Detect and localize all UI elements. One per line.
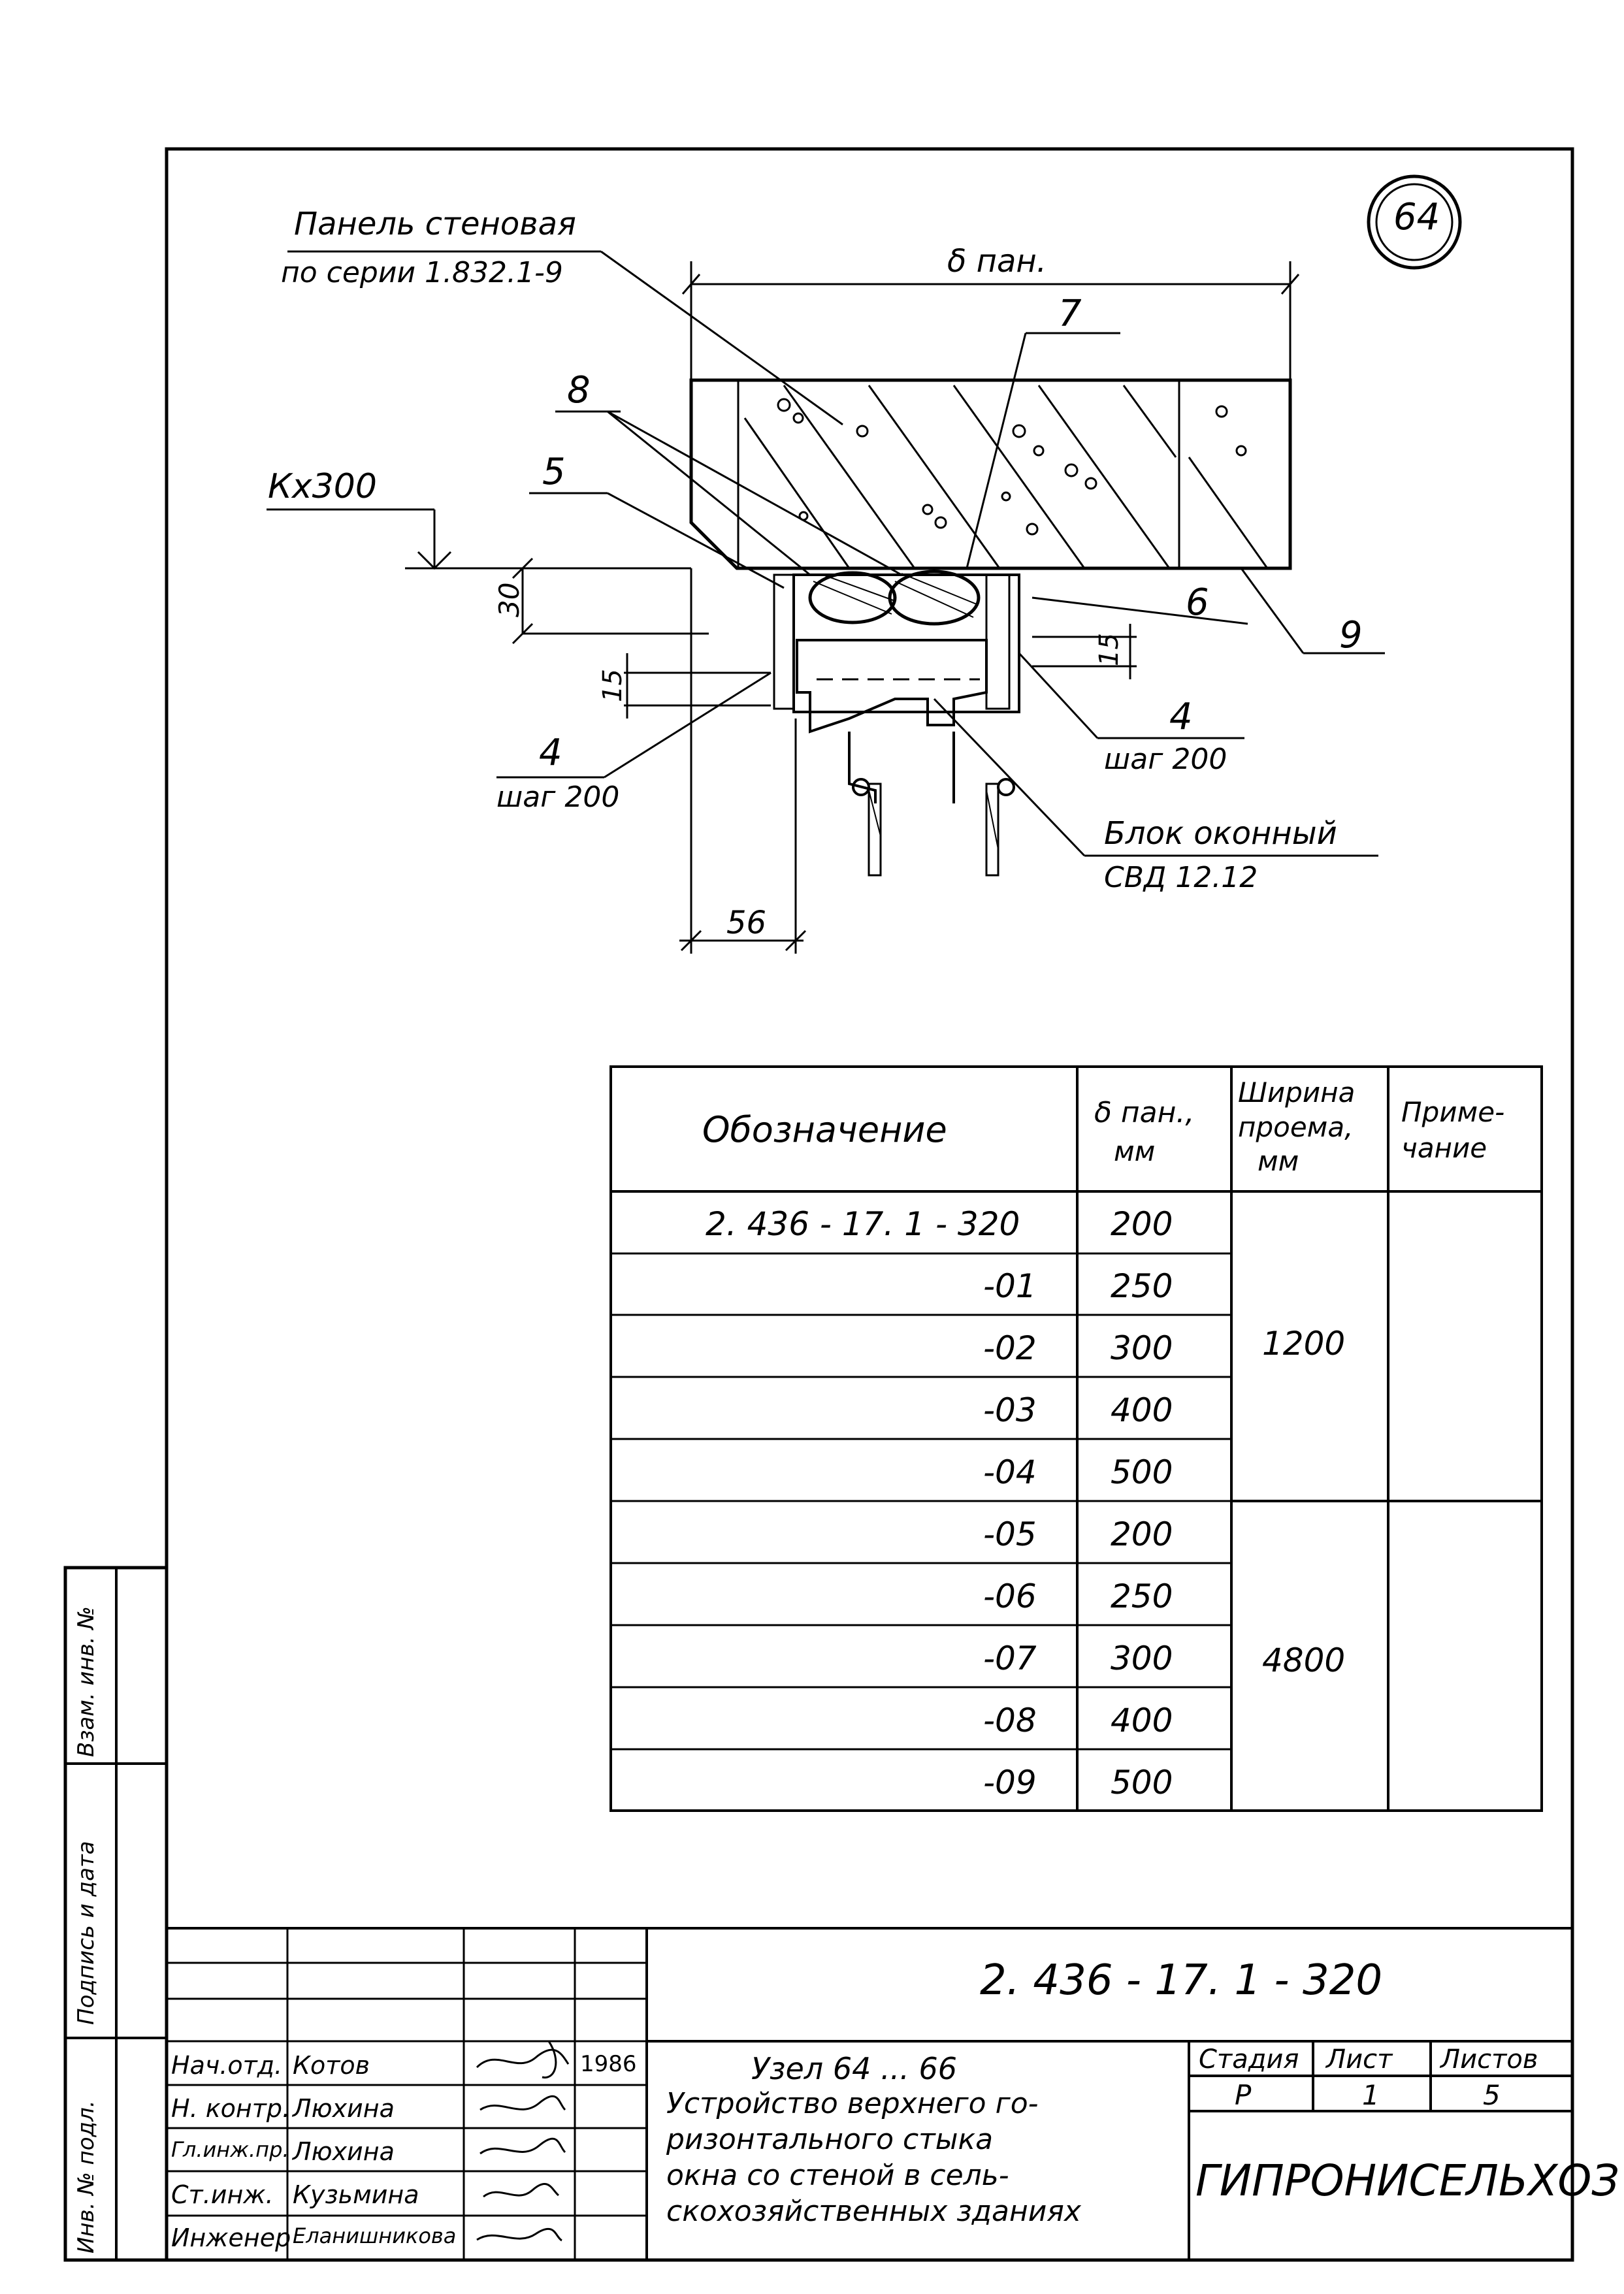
organization: ГИПРОНИСЕЛЬХОЗ: [1195, 2156, 1619, 2206]
row-designation: -09: [983, 1764, 1037, 1801]
title-line3: ризонтального стыка: [666, 2123, 994, 2156]
row-designation: -03: [983, 1391, 1037, 1429]
row-thickness: 200: [1111, 1205, 1173, 1243]
step-left: шаг 200: [496, 781, 620, 814]
name: Люхина: [293, 2094, 395, 2123]
dim-15-right: 15: [1094, 633, 1124, 666]
name: Еланишникова: [293, 2223, 457, 2248]
header-width-line2: проема,: [1238, 1111, 1354, 1143]
row-designation: 2. 436 - 17. 1 - 320: [706, 1205, 1020, 1243]
signature-scribbles: [476, 2041, 570, 2242]
dim-56: 56: [726, 905, 767, 941]
header-note-line1: Приме-: [1401, 1096, 1505, 1128]
window-block-line2: СВД 12.12: [1104, 861, 1258, 894]
sheet-value: 1: [1362, 2079, 1380, 2111]
row-thickness: 500: [1111, 1453, 1173, 1491]
row-thickness: 200: [1111, 1515, 1173, 1553]
dim-15-left: 15: [598, 669, 628, 702]
table-grid: [609, 1065, 1543, 1812]
header-thickness-line1: δ пан.,: [1094, 1096, 1195, 1129]
callout-5: 5: [542, 451, 566, 493]
width-group: 4800: [1262, 1641, 1346, 1679]
level-mark: Кх300: [268, 467, 377, 506]
name: Кузьмина: [293, 2180, 419, 2209]
row-thickness: 500: [1111, 1764, 1173, 1801]
row-designation: -02: [983, 1329, 1037, 1367]
row-thickness: 400: [1111, 1391, 1173, 1429]
title-line2: Устройство верхнего го-: [666, 2087, 1039, 2120]
role: Нач.отд.: [171, 2051, 283, 2080]
sheets-value: 5: [1483, 2079, 1501, 2111]
row-thickness: 300: [1111, 1329, 1173, 1367]
role: Гл.инж.пр.: [171, 2137, 289, 2162]
role: Инженер: [171, 2223, 291, 2252]
row-designation: -04: [983, 1453, 1037, 1491]
row-designation: -05: [983, 1515, 1037, 1553]
delta-pan-label: δ пан.: [947, 243, 1047, 280]
header-designation: Обозначение: [702, 1109, 947, 1150]
row-designation: -06: [983, 1577, 1037, 1615]
title-block-grid: [167, 1927, 1572, 2260]
role: Ст.инж.: [171, 2180, 274, 2209]
designation-table: Обозначение δ пан., мм Ширина проема, мм…: [611, 1067, 1542, 1811]
dim-30: 30: [493, 582, 525, 617]
sheets-label: Листов: [1440, 2044, 1538, 2075]
signature-date-label: Подпись и дата: [73, 1841, 99, 2025]
header-thickness-line2: мм: [1114, 1135, 1156, 1167]
panel-label-line2: по серии 1.832.1-9: [281, 256, 563, 289]
doc-number: 2. 436 - 17. 1 - 320: [980, 1956, 1383, 2005]
row-designation: -07: [983, 1640, 1037, 1677]
width-group: 1200: [1262, 1325, 1346, 1363]
callout-7: 7: [1058, 293, 1082, 335]
callout-4-left: 4: [539, 732, 562, 774]
stage-value: Р: [1235, 2079, 1252, 2111]
title-line4: окна со стеной в сель-: [666, 2159, 1009, 2192]
callout-8: 8: [567, 369, 591, 412]
year: 1986: [580, 2051, 637, 2077]
inv-orig-label: Инв. № подл.: [73, 2100, 99, 2254]
name: Люхина: [293, 2137, 395, 2166]
title-line1: Узел 64 ... 66: [751, 2051, 957, 2086]
header-width-line3: мм: [1258, 1145, 1299, 1177]
row-thickness: 300: [1111, 1640, 1173, 1677]
step-right: шаг 200: [1104, 743, 1227, 776]
callout-6: 6: [1186, 581, 1209, 624]
stage-label: Стадия: [1199, 2044, 1299, 2075]
row-designation: -08: [983, 1702, 1037, 1739]
callout-4-right: 4: [1169, 696, 1193, 738]
window-block-line1: Блок оконный: [1104, 815, 1337, 852]
title-line5: скохозяйственных зданиях: [666, 2195, 1081, 2228]
section-detail: [267, 250, 1385, 954]
sheet-label: Лист: [1326, 2044, 1393, 2075]
replace-inv-label: Взам. инв. №: [73, 1606, 99, 1757]
sheet-marker: 64: [1393, 196, 1440, 238]
row-thickness: 250: [1111, 1577, 1173, 1615]
panel-label-line1: Панель стеновая: [294, 206, 576, 242]
header-note-line2: чание: [1401, 1132, 1487, 1164]
row-designation: -01: [983, 1267, 1037, 1305]
sheet-marker-circle: [1367, 174, 1462, 270]
role: Н. контр.: [171, 2094, 291, 2123]
name: Котов: [293, 2051, 370, 2080]
row-thickness: 400: [1111, 1702, 1173, 1739]
row-thickness: 250: [1111, 1267, 1173, 1305]
header-width-line1: Ширина: [1238, 1076, 1356, 1108]
callout-9: 9: [1339, 614, 1363, 656]
